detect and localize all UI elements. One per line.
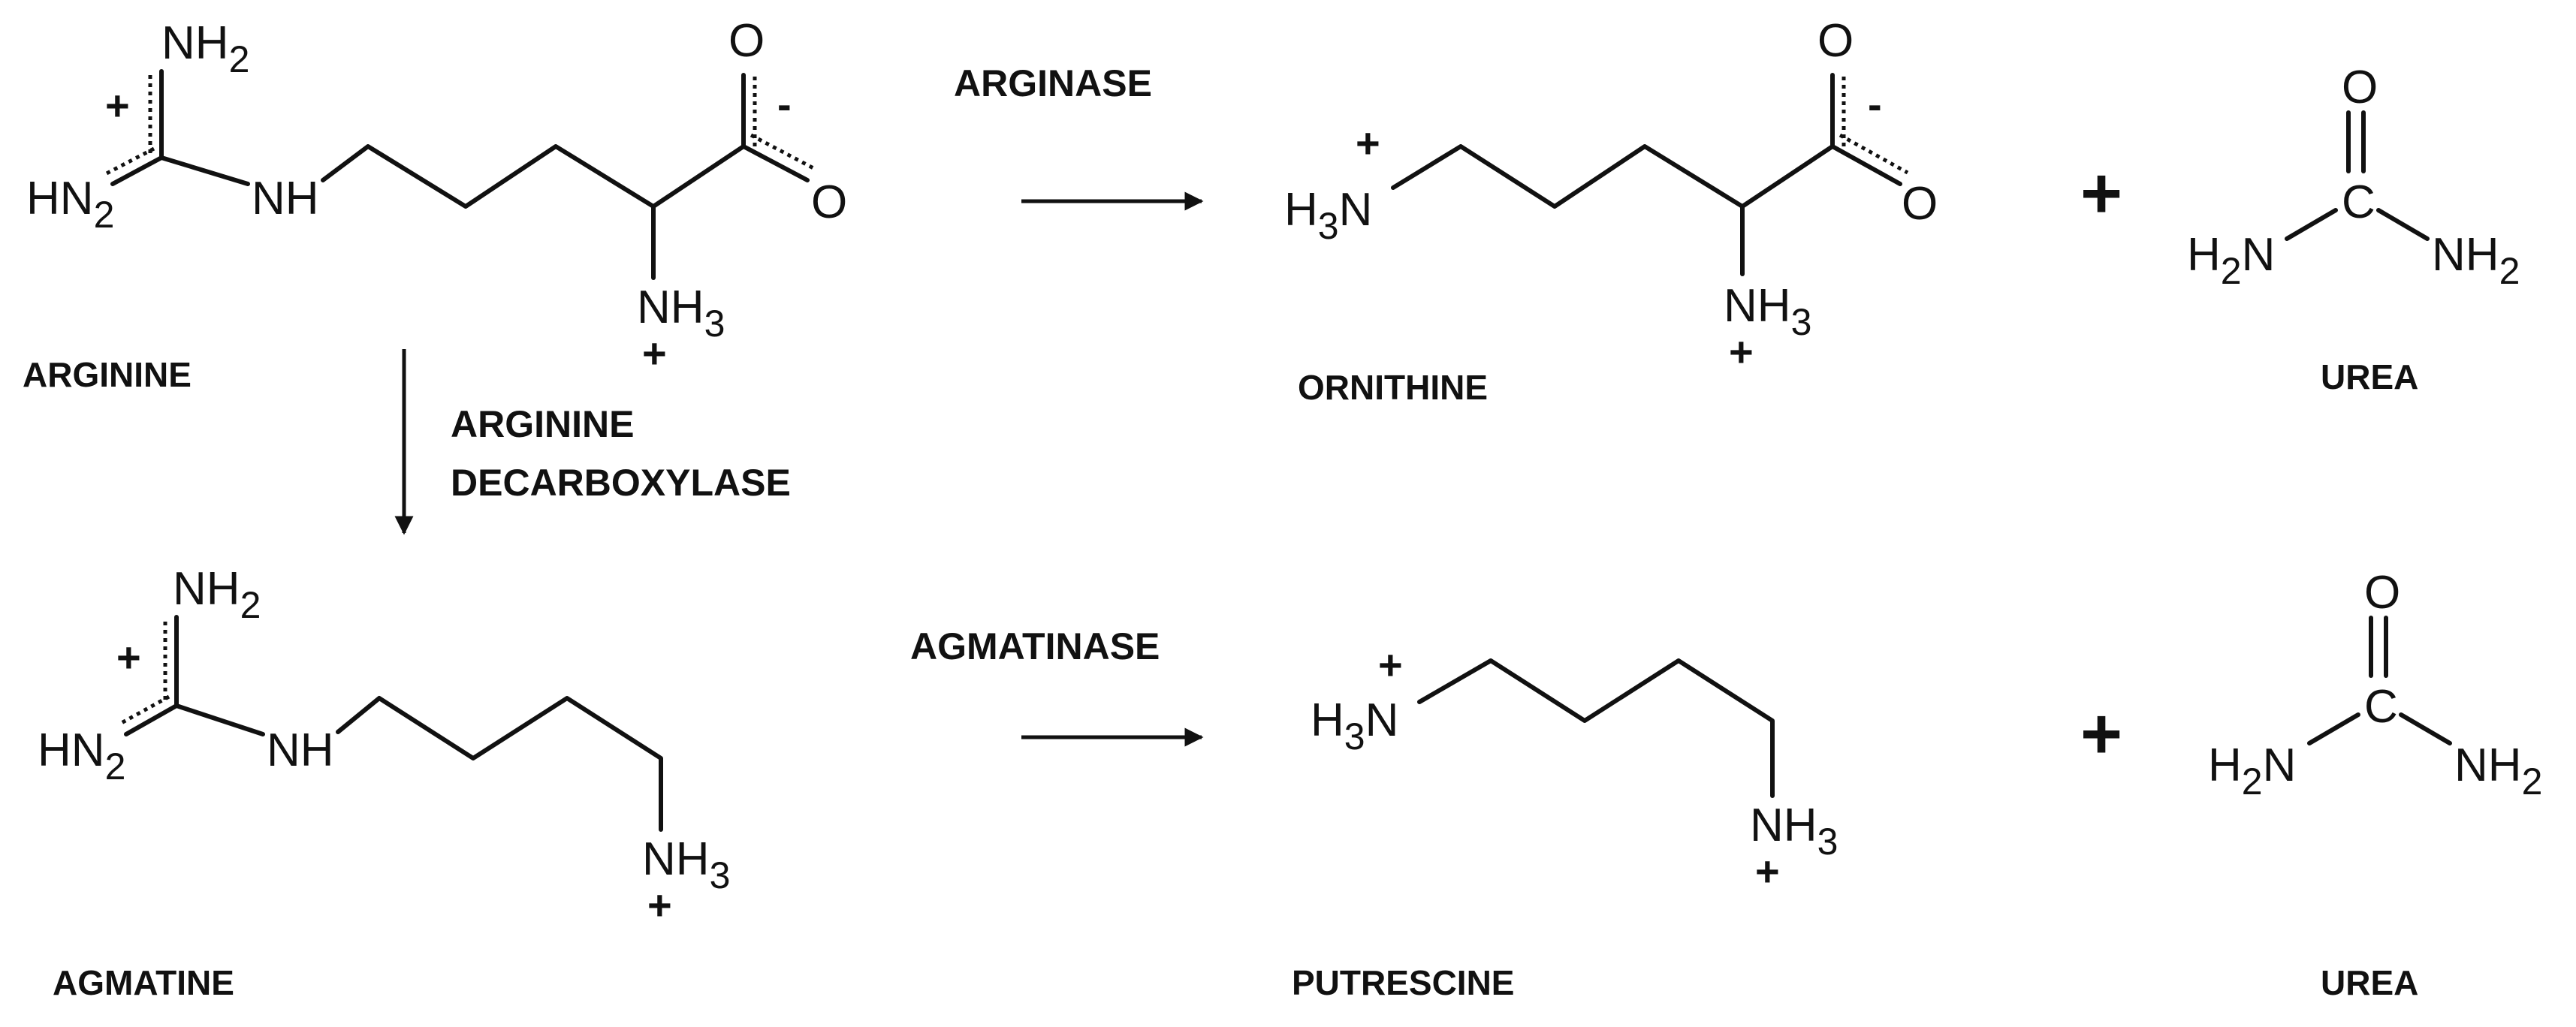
ornithine-o-right: O (1902, 178, 1938, 230)
arginine-hn2-left: HN2 (26, 173, 114, 236)
urea-bottom-c-n-left-bond (2307, 712, 2360, 745)
arginine-c-nh-bond (159, 155, 250, 186)
arginine-label: ARGININE (23, 355, 192, 394)
agmatine-label: AGMATINE (53, 963, 234, 1002)
putrescine-h3n: H3N (1311, 694, 1398, 757)
ornithine-carbon-chain (1391, 144, 1835, 209)
urea-top-c: C (2342, 176, 2375, 228)
putrescine-label: PUTRESCINE (1292, 963, 1514, 1002)
arginine-nh-link: NH (252, 173, 319, 224)
agmatine-nh3-charge: + (647, 881, 672, 929)
arginine-c-hn2-bond (110, 155, 164, 186)
urea-bottom-structure: O C H2N NH2 UREA (2208, 567, 2542, 1002)
urea-top-o: O (2342, 62, 2378, 113)
arginine-decarboxylase-label-line2: DECARBOXYLASE (451, 462, 791, 504)
ornithine-amine-charge: + (1356, 119, 1380, 167)
ornithine-c-o2-bond (1830, 144, 1902, 186)
putrescine-carbon-chain (1417, 658, 1775, 798)
urea-bottom-nh2: NH2 (2454, 739, 2542, 803)
arginine-carboxylate-charge: - (777, 80, 792, 128)
arginine-o-top: O (728, 15, 765, 67)
agmatine-guanidinium-charge: + (116, 634, 141, 681)
agmatinase-label: AGMATINASE (910, 625, 1160, 667)
arginine-nh3: NH3 (637, 282, 725, 345)
agmatine-resonance-dash-2 (117, 694, 170, 727)
putrescine-amine-charge: + (1378, 641, 1403, 688)
urea-top-label: UREA (2321, 357, 2418, 396)
agmatine-hn2-left: HN2 (38, 724, 125, 788)
arginine-o-right: O (811, 176, 847, 228)
arginine-resonance-dash-2 (104, 146, 155, 176)
plus-sign-top: + (2080, 153, 2122, 233)
ornithine-nh3-charge: + (1729, 328, 1754, 375)
agmatine-c-hn2-bond (124, 703, 179, 736)
agmatine-c-nh-bond (174, 703, 265, 736)
plus-sign-bottom: + (2080, 694, 2122, 774)
urea-top-c-n-left-bond (2285, 208, 2338, 241)
arginine-co2-resonance (750, 133, 816, 171)
arginine-nh2-top: NH2 (161, 17, 249, 80)
urea-top-h2n: H2N (2187, 229, 2275, 292)
agmatine-nh3: NH3 (642, 833, 730, 896)
arginine-nh3-charge: + (642, 330, 667, 377)
putrescine-structure: + H3N NH3 + PUTRESCINE (1292, 641, 1838, 1002)
agmatine-nh2-top: NH2 (173, 563, 261, 626)
urea-bottom-h2n: H2N (2208, 739, 2296, 803)
urea-top-nh2: NH2 (2432, 229, 2520, 292)
agmatine-carbon-chain (336, 696, 663, 832)
ornithine-structure: + H3N O - O NH3 + ORNITHINE (1284, 15, 1938, 407)
ornithine-h3n: H3N (1284, 184, 1372, 247)
arginine-c-o2-bond (741, 144, 810, 182)
ornithine-nh3: NH3 (1724, 280, 1811, 343)
urea-bottom-c-n-right-bond (2399, 712, 2452, 745)
urea-bottom-o: O (2364, 567, 2400, 619)
agmatine-structure: NH2 + HN2 NH NH3 + AGMATINE (38, 563, 730, 1002)
arginine-guanidinium-charge: + (105, 82, 130, 129)
arginine-structure: NH2 + HN2 NH O - O NH3 + ARGININE (23, 15, 847, 394)
urea-top-structure: O C H2N NH2 UREA (2187, 62, 2520, 396)
agmatine-nh-link: NH (267, 724, 334, 776)
urea-top-c-n-right-bond (2376, 208, 2430, 241)
putrescine-nh3-charge: + (1755, 848, 1780, 895)
arginine-carbon-chain (321, 144, 746, 209)
arginase-label: ARGINASE (954, 62, 1152, 104)
ornithine-label: ORNITHINE (1298, 368, 1488, 407)
ornithine-carboxylate-charge: - (1868, 80, 1882, 128)
urea-bottom-c: C (2364, 681, 2398, 733)
putrescine-nh3: NH3 (1750, 800, 1838, 863)
urea-bottom-label: UREA (2321, 963, 2418, 1002)
arginine-decarboxylase-label-line1: ARGININE (451, 403, 634, 445)
ornithine-o-top: O (1817, 15, 1854, 67)
